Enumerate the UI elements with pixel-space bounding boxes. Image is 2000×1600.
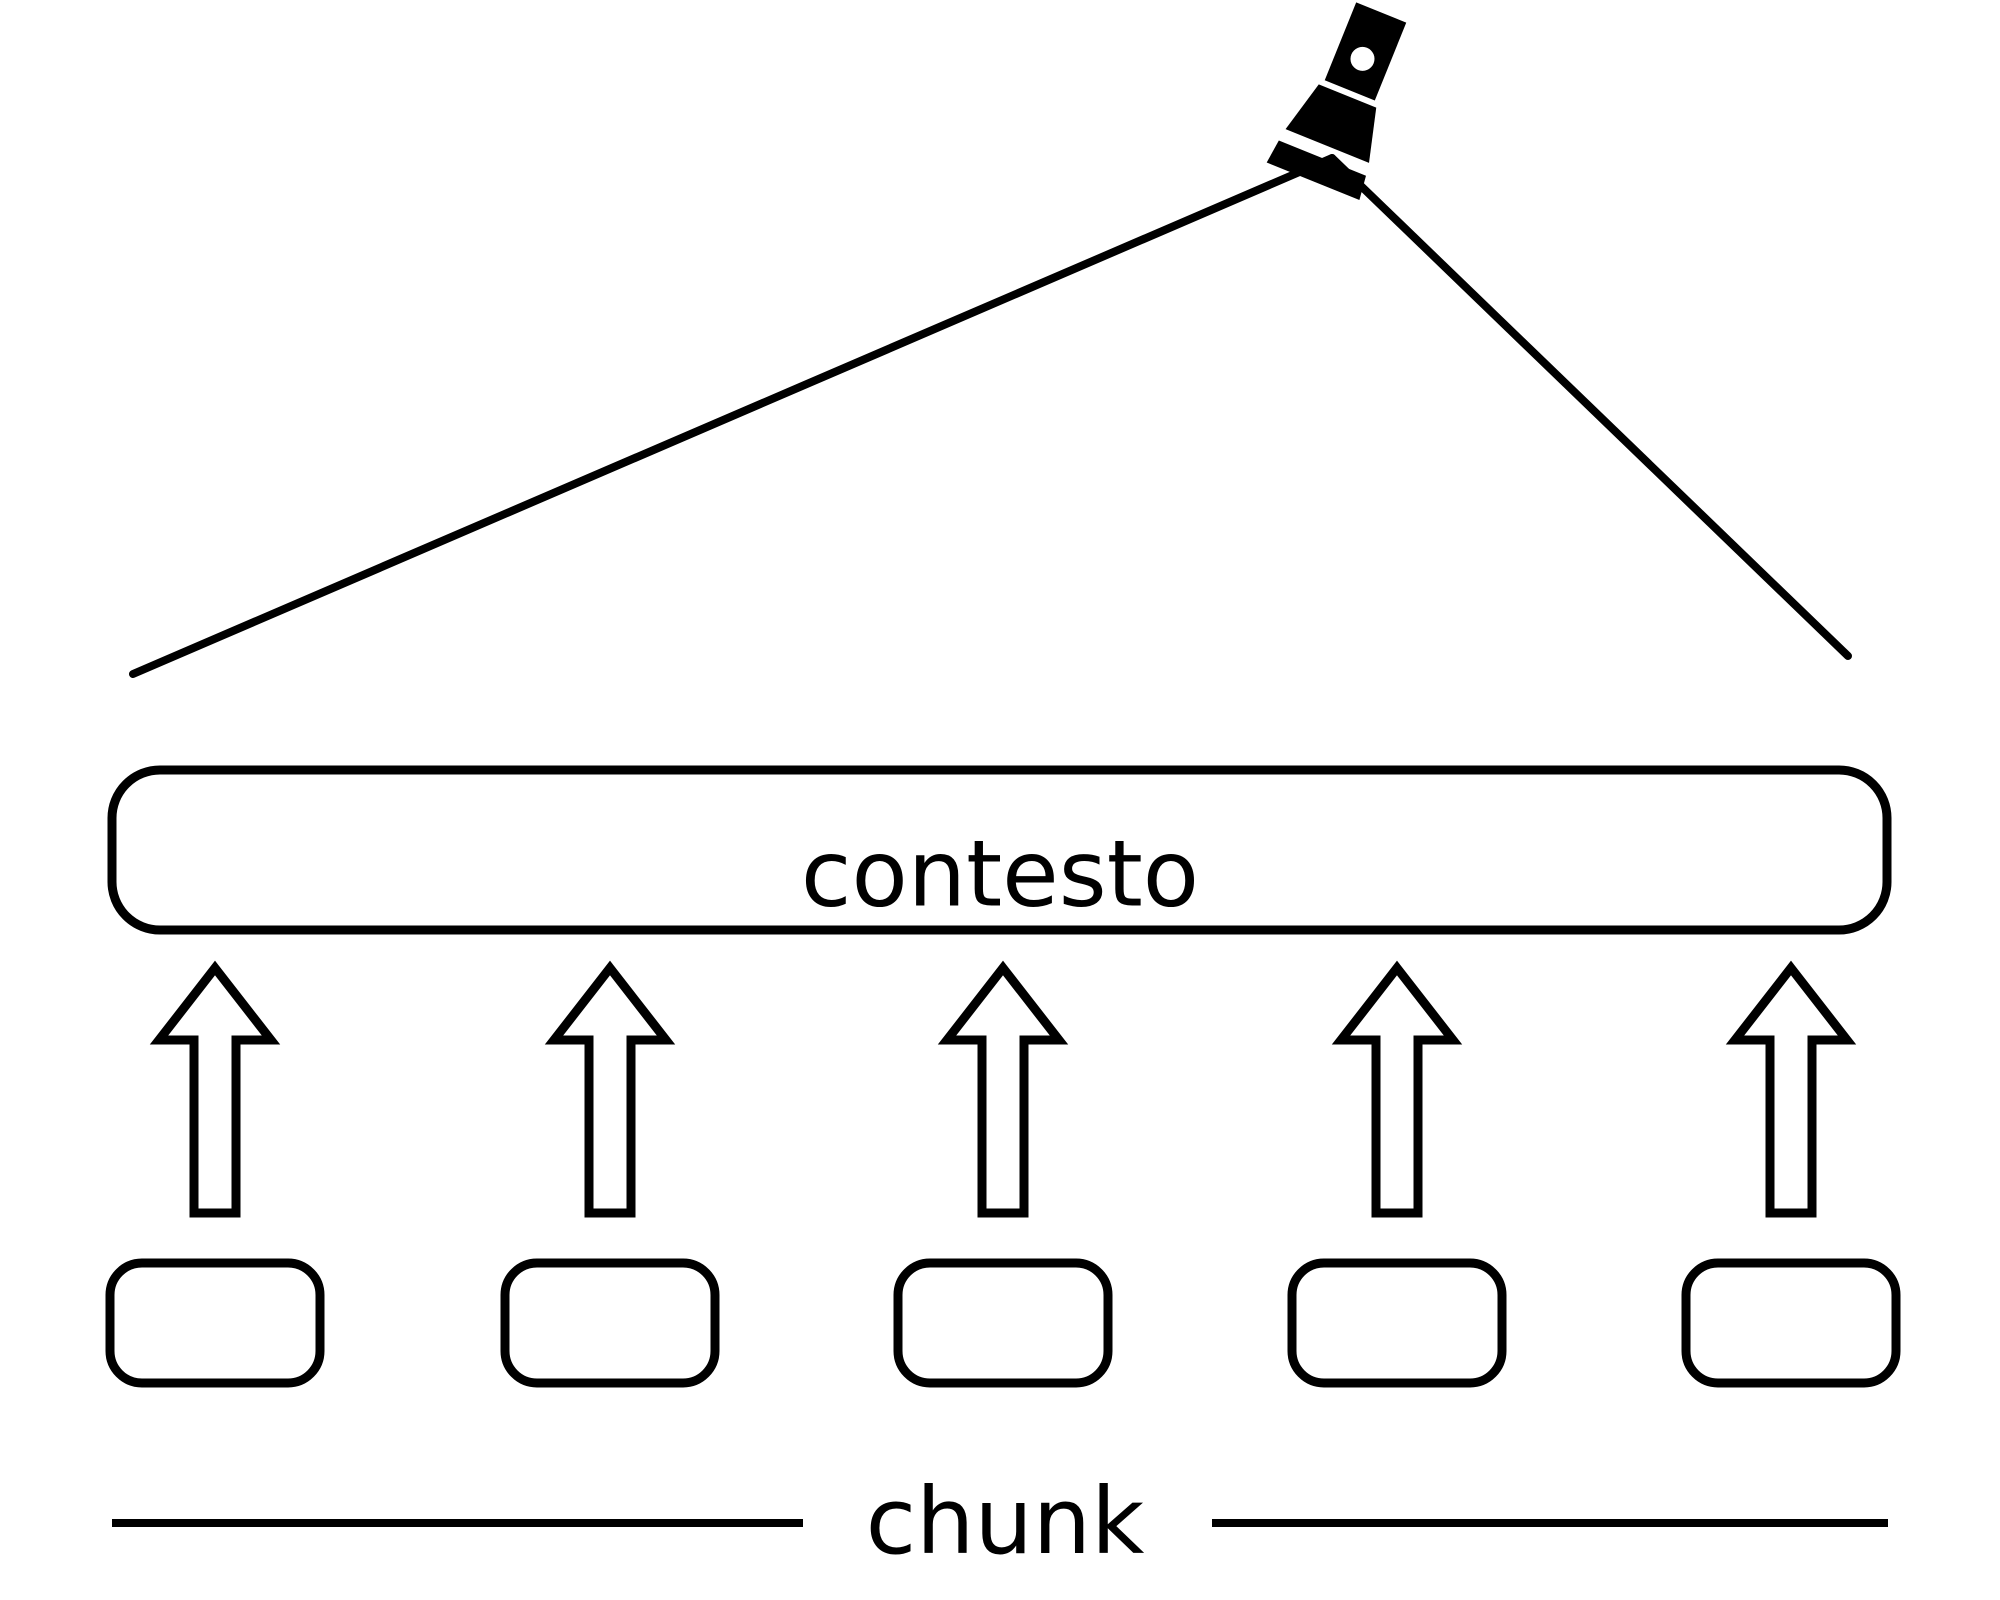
context-box-label: contesto <box>801 820 1199 927</box>
left-bracket-line <box>129 154 1336 678</box>
arrow-up-icon <box>1725 960 1857 1218</box>
arrow-up-icon <box>937 960 1069 1218</box>
highlighter-brush-icon <box>1266 2 1407 200</box>
chunk-box[interactable] <box>500 1258 720 1388</box>
chunk-box[interactable] <box>893 1258 1113 1388</box>
right-bracket-line <box>1328 154 1852 660</box>
arrow-up-icon <box>544 960 676 1218</box>
arrow-up-icon <box>1331 960 1463 1218</box>
chunk-label: chunk <box>866 1468 1146 1575</box>
chunk-box[interactable] <box>1287 1258 1507 1388</box>
chunk-box[interactable] <box>105 1258 325 1388</box>
chunk-box[interactable] <box>1681 1258 1901 1388</box>
context-box[interactable] <box>107 765 1892 935</box>
chunk-box-group <box>105 1258 1901 1388</box>
arrow-group <box>149 960 1857 1218</box>
arrow-up-icon <box>149 960 281 1218</box>
